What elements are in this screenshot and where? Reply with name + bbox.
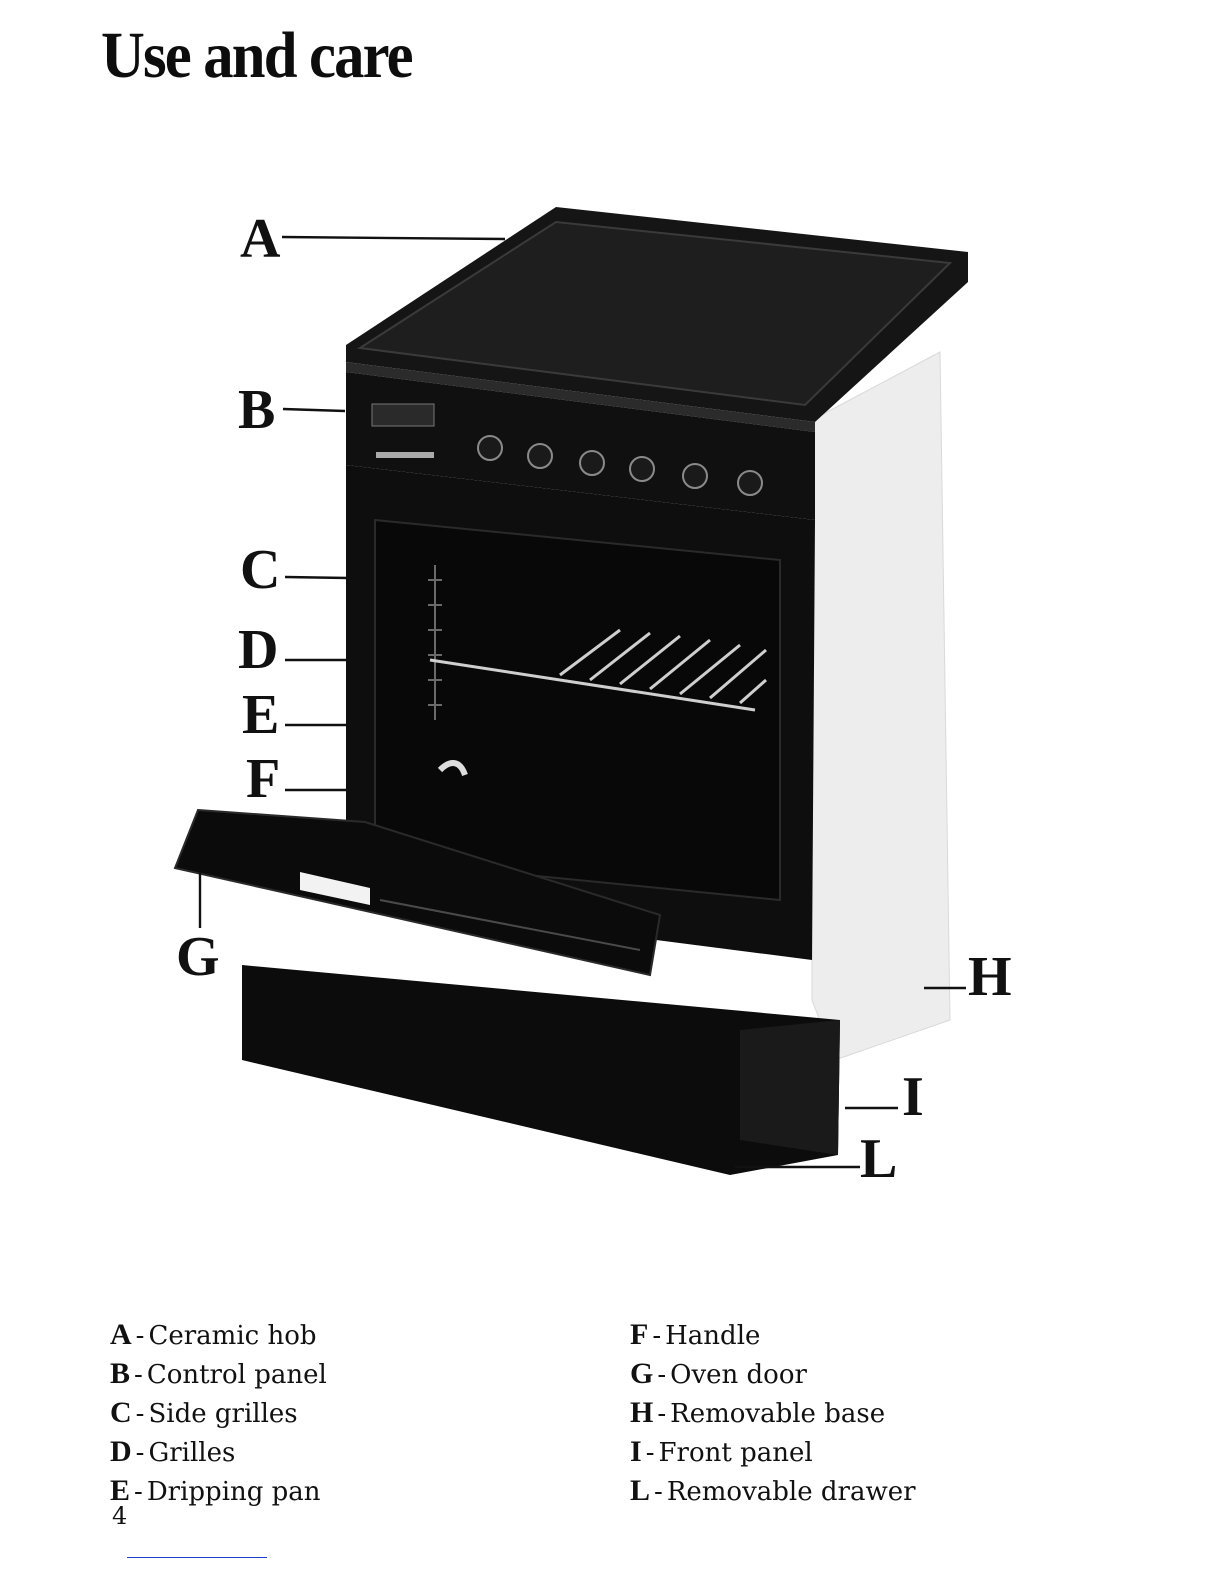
callout-l: L: [860, 1128, 897, 1190]
callout-c: C: [240, 539, 280, 601]
knob-2: [528, 444, 552, 468]
legend-item-l: L-Removable drawer: [630, 1472, 916, 1511]
knob-4: [630, 457, 654, 481]
callout-a: A: [240, 208, 281, 270]
callout-g: G: [176, 926, 220, 988]
callout-e: E: [242, 684, 279, 746]
callout-d: D: [238, 619, 278, 681]
legend-item-i: I-Front panel: [630, 1433, 916, 1472]
knob-6: [738, 471, 762, 495]
legend-right: F-Handle G-Oven door H-Removable base I-…: [630, 1316, 916, 1511]
cooker-illustration: A B C D E F G H I L: [0, 0, 1225, 1300]
legend-item-h: H-Removable base: [630, 1394, 916, 1433]
legend-item-d: D-Grilles: [110, 1433, 327, 1472]
callout-i: I: [902, 1066, 924, 1128]
clock-display: [372, 404, 434, 426]
legend-item-c: C-Side grilles: [110, 1394, 327, 1433]
knob-1: [478, 436, 502, 460]
legend-item-f: F-Handle: [630, 1316, 916, 1355]
legend-left: A-Ceramic hob B-Control panel C-Side gri…: [110, 1316, 327, 1511]
legend-item-a: A-Ceramic hob: [110, 1316, 327, 1355]
removable-base: [812, 352, 950, 1060]
callout-b: B: [238, 379, 275, 441]
callout-f: F: [246, 748, 280, 810]
callout-h: H: [968, 946, 1012, 1008]
legend-item-e: E-Dripping pan: [110, 1472, 327, 1511]
knob-5: [683, 464, 707, 488]
page-number: 4: [112, 1502, 127, 1530]
legend-item-g: G-Oven door: [630, 1355, 916, 1394]
knob-3: [580, 451, 604, 475]
footer-rule: [127, 1557, 267, 1558]
legend-item-b: B-Control panel: [110, 1355, 327, 1394]
